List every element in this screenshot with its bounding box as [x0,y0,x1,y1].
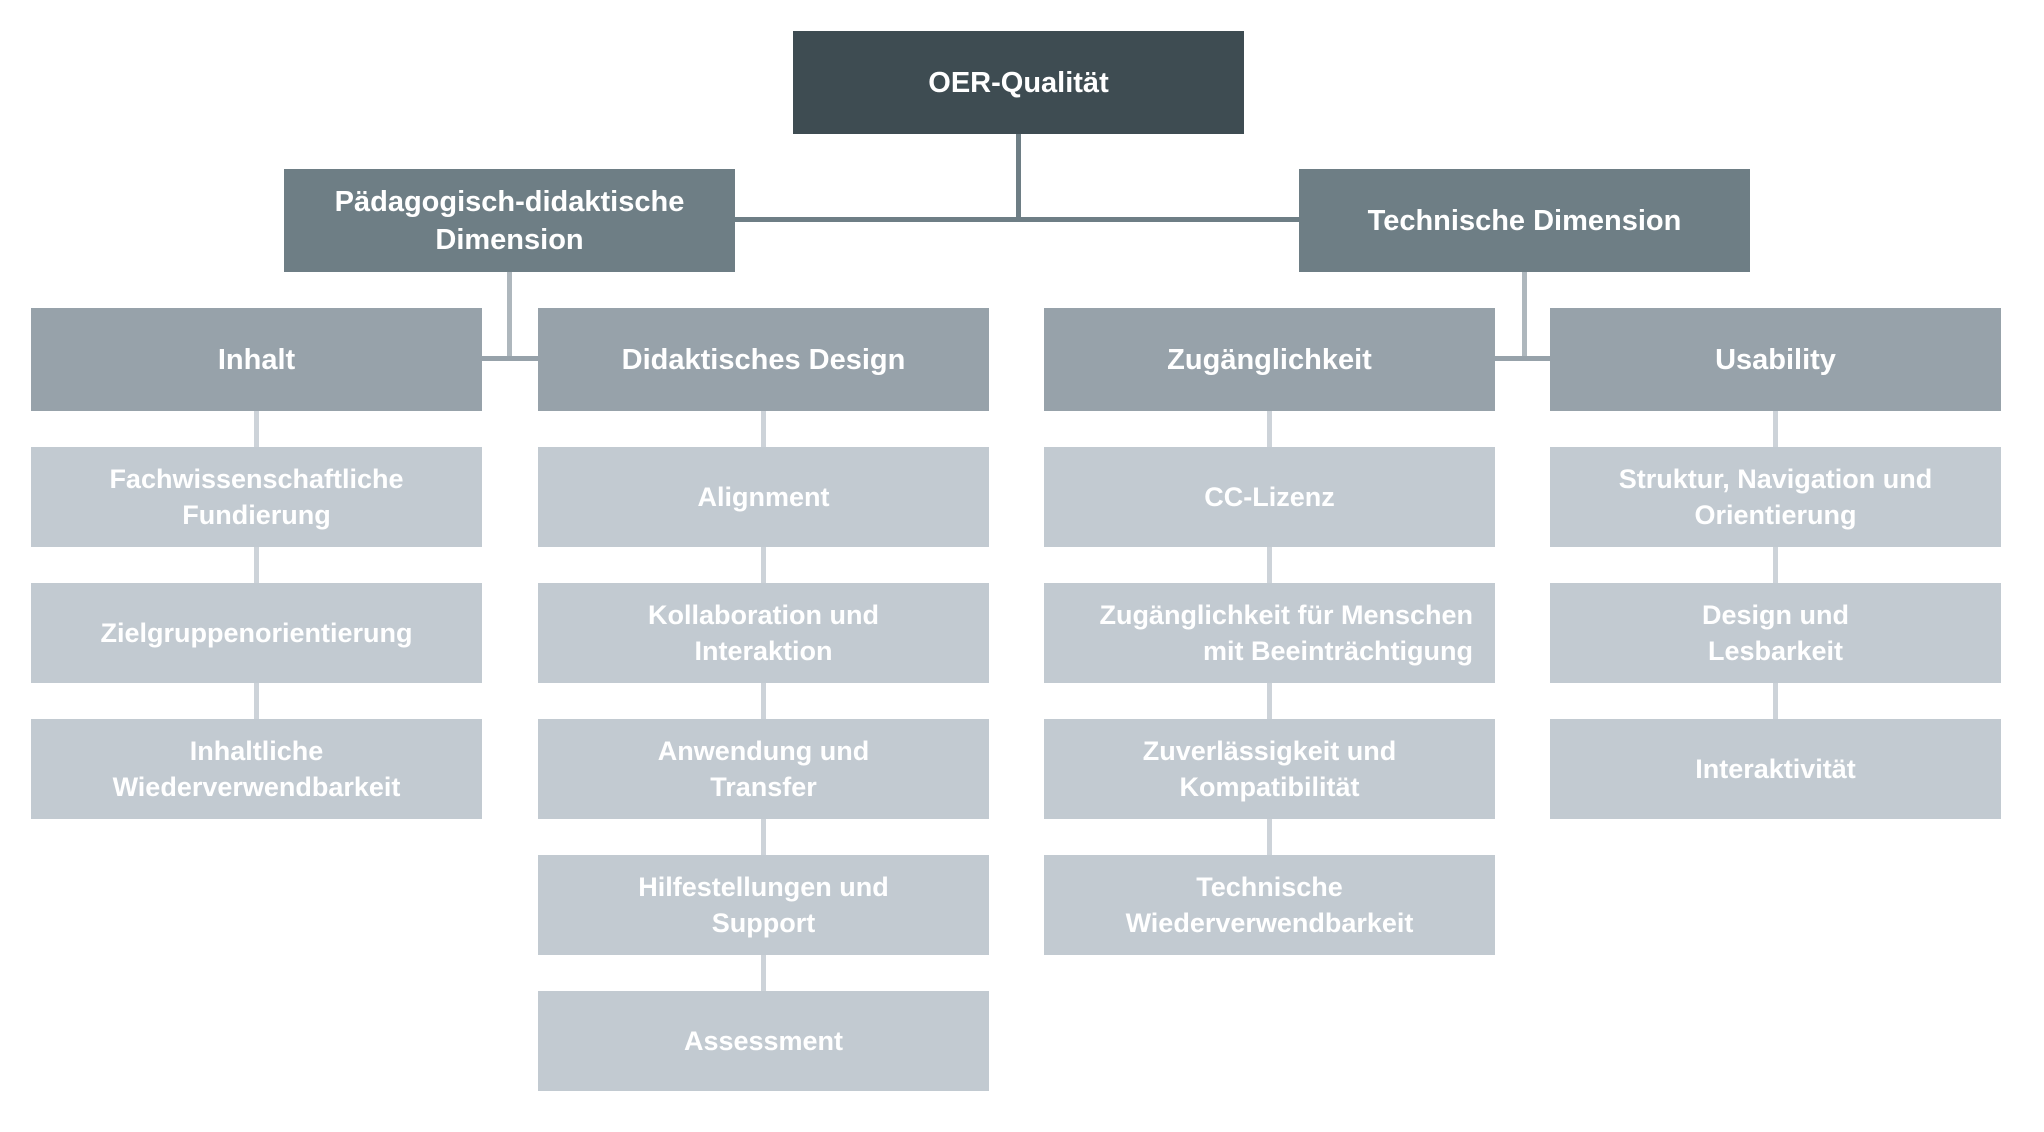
connector-line [254,411,259,447]
connector-line [1773,547,1778,583]
connector-line [507,272,512,361]
connector-line [1773,683,1778,719]
connector-line [1267,683,1272,719]
node-zugaenglichkeit: Zugänglichkeit [1044,308,1495,411]
connector-line [1773,411,1778,447]
connector-line [1267,411,1272,447]
node-zielgruppenorientierung: Zielgruppenorientierung [31,583,482,683]
node-hilfestellungen-und-support: Hilfestellungen und Support [538,855,989,955]
node-technische-wiederverwendbarkeit: Technische Wiederverwendbarkeit [1044,855,1495,955]
node-design-und-lesbarkeit: Design und Lesbarkeit [1550,583,2001,683]
node-kollaboration-und-interaktion: Kollaboration und Interaktion [538,583,989,683]
connector-line [734,217,1299,222]
connector-line [254,683,259,719]
node-usability: Usability [1550,308,2001,411]
node-interaktivitaet: Interaktivität [1550,719,2001,819]
connector-line [1267,547,1272,583]
node-alignment: Alignment [538,447,989,547]
node-anwendung-und-transfer: Anwendung und Transfer [538,719,989,819]
connector-line [1267,819,1272,855]
node-cc-lizenz: CC-Lizenz [1044,447,1495,547]
node-zuverlaessigkeit-und-kompatibilitaet: Zuverlässigkeit und Kompatibilität [1044,719,1495,819]
node-oer-qualitaet: OER-Qualität [793,31,1244,134]
node-assessment: Assessment [538,991,989,1091]
node-paedagogisch-didaktische-dimension: Pädagogisch-didaktische Dimension [284,169,735,272]
node-inhaltliche-wiederverwendbarkeit: Inhaltliche Wiederverwendbarkeit [31,719,482,819]
node-inhalt: Inhalt [31,308,482,411]
node-fachwissenschaftliche-fundierung: Fachwissenschaftliche Fundierung [31,447,482,547]
connector-line [761,955,766,991]
node-didaktisches-design: Didaktisches Design [538,308,989,411]
node-zugaenglichkeit-fuer-menschen-mit-beeintraechtigung: Zugänglichkeit für Menschen mit Beeinträ… [1044,583,1495,683]
connector-line [1495,356,1550,361]
connector-line [1522,272,1527,361]
connector-line [761,819,766,855]
connector-line [482,356,538,361]
connector-line [761,547,766,583]
node-struktur-navigation-und-orientierung: Struktur, Navigation und Orientierung [1550,447,2001,547]
connector-line [1016,134,1021,222]
connector-line [761,683,766,719]
node-technische-dimension: Technische Dimension [1299,169,1750,272]
connector-line [761,411,766,447]
connector-line [254,547,259,583]
